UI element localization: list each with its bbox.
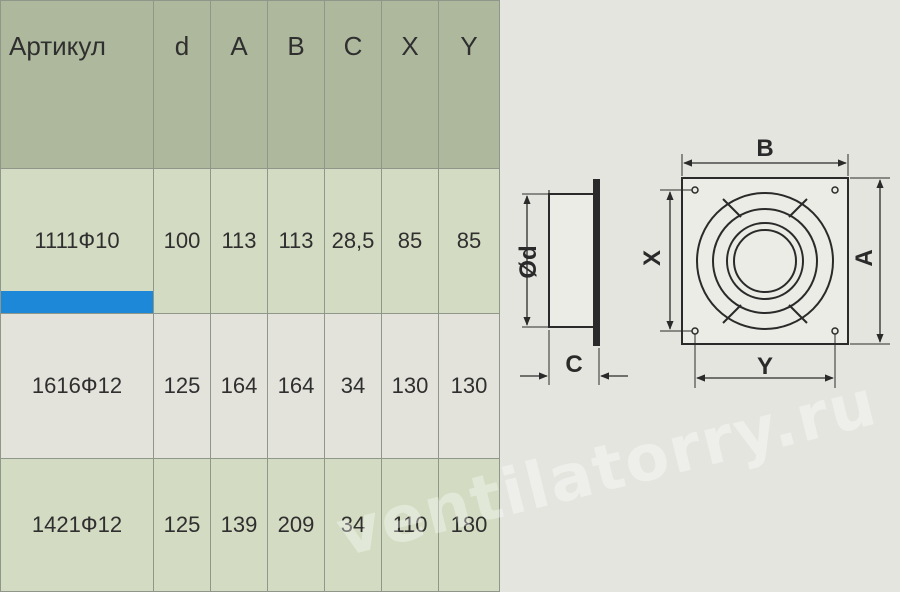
spec-table-container: Артикул d A B C X Y 1111Ф10 100 113 113 … — [0, 0, 500, 592]
cell-b: 113 — [267, 168, 325, 314]
spoke-ne — [788, 198, 808, 218]
cell-x: 85 — [381, 168, 439, 314]
cell-b: 164 — [267, 313, 325, 459]
inner-ring — [726, 222, 804, 300]
outer-ring — [696, 192, 834, 330]
cell-d: 100 — [153, 168, 211, 314]
table-row[interactable]: 1421Ф12 125 139 209 34 110 180 — [0, 458, 500, 592]
header-a: A — [210, 0, 268, 169]
height-label: A — [851, 249, 878, 266]
cell-c: 34 — [324, 458, 382, 592]
header-y: Y — [438, 0, 500, 169]
cell-a: 164 — [210, 313, 268, 459]
cell-article[interactable]: 1616Ф12 — [0, 313, 154, 459]
mount-hole-tr — [831, 186, 839, 194]
cell-article[interactable]: 1421Ф12 — [0, 458, 154, 592]
hole-x-label: X — [639, 250, 666, 266]
header-d: d — [153, 0, 211, 169]
header-article: Артикул — [0, 0, 154, 169]
center-ring — [733, 229, 797, 293]
cell-y: 130 — [438, 313, 500, 459]
width-label: B — [756, 135, 773, 162]
cell-a: 139 — [210, 458, 268, 592]
spec-table: Артикул d A B C X Y 1111Ф10 100 113 113 … — [0, 0, 500, 592]
article-label: 1111Ф10 — [34, 228, 120, 253]
cell-x: 110 — [381, 458, 439, 592]
header-x: X — [381, 0, 439, 169]
cell-y: 180 — [438, 458, 500, 592]
diameter-label: Ød — [515, 245, 542, 278]
cell-d: 125 — [153, 313, 211, 459]
front-view-plate — [681, 177, 849, 345]
table-row[interactable]: 1616Ф12 125 164 164 34 130 130 — [0, 313, 500, 459]
middle-ring — [712, 208, 818, 314]
cell-x: 130 — [381, 313, 439, 459]
table-row[interactable]: 1111Ф10 100 113 113 28,5 85 85 — [0, 168, 500, 314]
spoke-sw — [722, 304, 742, 324]
technical-drawing: Ød C B A X Y — [515, 135, 890, 388]
spoke-nw — [722, 198, 742, 218]
cell-c: 28,5 — [324, 168, 382, 314]
selection-bar — [1, 291, 153, 313]
cell-y: 85 — [438, 168, 500, 314]
header-b: B — [267, 0, 325, 169]
cell-d: 125 — [153, 458, 211, 592]
cell-c: 34 — [324, 313, 382, 459]
cell-a: 113 — [210, 168, 268, 314]
header-c: C — [324, 0, 382, 169]
hole-y-label: Y — [757, 353, 773, 380]
depth-label: C — [565, 351, 582, 378]
side-view-flange — [593, 179, 600, 346]
cell-article[interactable]: 1111Ф10 — [0, 168, 154, 314]
table-header-row: Артикул d A B C X Y — [0, 0, 500, 169]
cell-b: 209 — [267, 458, 325, 592]
side-view-body — [548, 193, 596, 328]
spoke-se — [788, 304, 808, 324]
front-view — [660, 154, 890, 388]
side-view — [520, 179, 628, 385]
